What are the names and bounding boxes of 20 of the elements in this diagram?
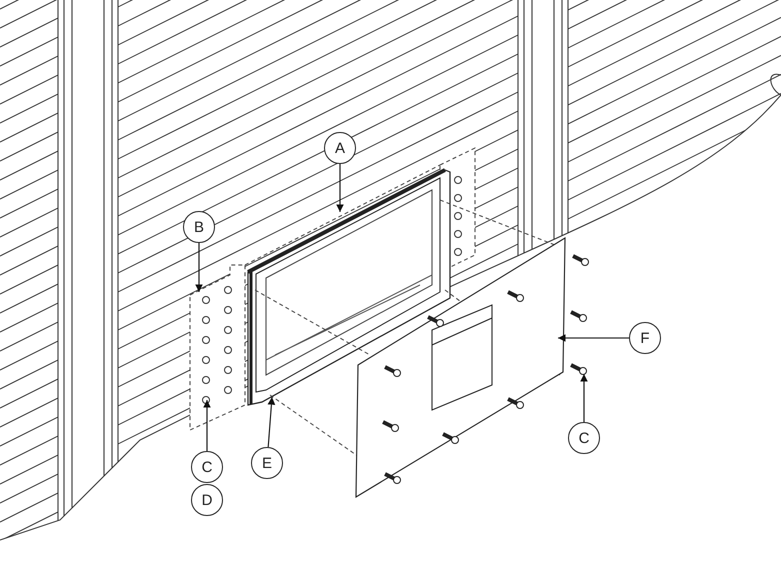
callout-circle bbox=[183, 211, 215, 243]
callout-circle bbox=[251, 447, 283, 479]
leader-line bbox=[268, 396, 276, 448]
callout-circle bbox=[191, 484, 223, 516]
leader-line bbox=[203, 400, 211, 451]
callout-circle bbox=[629, 322, 661, 354]
leader-line bbox=[195, 243, 203, 292]
callout-circle bbox=[568, 422, 600, 454]
callout-letter: E bbox=[262, 454, 272, 472]
leader-line bbox=[558, 334, 629, 342]
leader-line bbox=[580, 374, 588, 422]
callout-circle bbox=[191, 451, 223, 483]
callout-letter: A bbox=[334, 140, 345, 156]
leader-line bbox=[336, 164, 344, 212]
callout-circle bbox=[324, 132, 356, 164]
callout-letter: C bbox=[202, 458, 212, 476]
callout-letter: C bbox=[578, 430, 590, 446]
callout-letter: D bbox=[202, 492, 212, 508]
callout-letter: F bbox=[640, 330, 650, 346]
callout-letter: B bbox=[194, 218, 204, 236]
